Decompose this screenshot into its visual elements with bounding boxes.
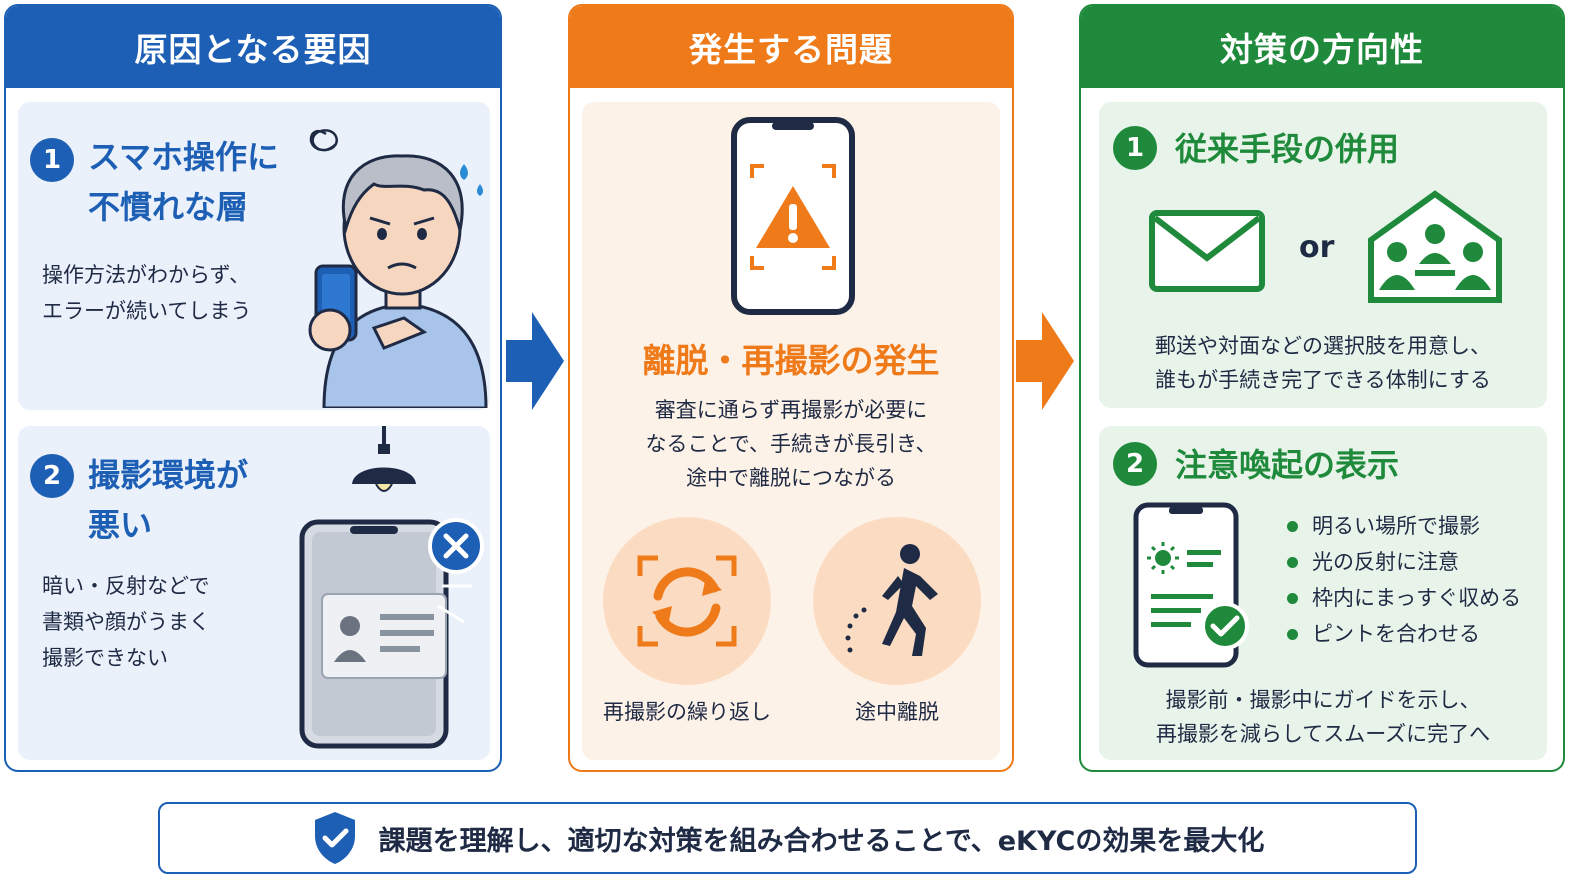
cause-text-line1: 暗い・反射などで — [42, 574, 210, 598]
walking-away-icon — [813, 517, 981, 685]
solution-text-line1: 郵送や対面などの選択肢を用意し、 — [1155, 334, 1491, 358]
solution-card-2: 2 注意喚起の表示 明るい場所で撮影 光の反射に注意 枠内にまっすぐ収める — [1099, 426, 1547, 760]
cause-card-1: 1 スマホ操作に 不慣れな層 操作方法がわからず、 エラーが続いてしまう — [18, 102, 490, 410]
shield-check-icon — [314, 812, 355, 864]
cause-title-line1: 撮影環境が — [88, 456, 249, 494]
cause-text-line1: 操作方法がわからず、 — [42, 263, 251, 287]
guide-bullet-list: 明るい場所で撮影 光の反射に注意 枠内にまっすぐ収める ピントを合わせる — [1287, 508, 1521, 652]
list-item: 明るい場所で撮影 — [1287, 508, 1521, 544]
number-badge: 1 — [1113, 126, 1157, 170]
causes-header: 原因となる要因 — [6, 6, 500, 88]
cause-title-line2: 悪い — [88, 506, 153, 544]
problem-text-line1: 審査に通らず再撮影が必要に — [654, 398, 928, 422]
solution-title: 従来手段の併用 — [1175, 130, 1400, 168]
problems-column: 発生する問題 離脱・再撮影の発生 審査に通らず再撮影が必要に なることで、手続き… — [568, 4, 1014, 772]
in-person-meeting-icon — [1368, 190, 1502, 303]
solution-title: 注意喚起の表示 — [1175, 446, 1400, 484]
phone-warning-icon — [731, 117, 855, 315]
bullet-dot-icon — [1287, 592, 1298, 604]
poor-lighting-illustration — [299, 426, 484, 749]
sweat-drop-icon — [460, 164, 468, 180]
list-item: 光の反射に注意 — [1287, 544, 1521, 580]
summary-text: 課題を理解し、適切な対策を組み合わせることで、eKYCの効果を最大化 — [378, 825, 1265, 857]
cause-text-line2: 書類や顔がうまく — [42, 610, 210, 634]
problem-card: 離脱・再撮影の発生 審査に通らず再撮影が必要に なることで、手続きが長引き、 途… — [582, 102, 1000, 760]
solutions-header: 対策の方向性 — [1081, 6, 1563, 88]
solution-text-line2: 再撮影を減らしてスムーズに完了へ — [1155, 722, 1491, 746]
lamp-icon — [352, 426, 416, 492]
problem-headline: 離脱・再撮影の発生 — [642, 341, 940, 380]
cause-text-line2: エラーが続いてしまう — [42, 299, 252, 323]
retake-cycle-icon — [603, 517, 771, 685]
mail-envelope-icon — [1149, 210, 1265, 292]
cause-text-line3: 撮影できない — [42, 646, 168, 670]
or-label: or — [1299, 230, 1335, 265]
guide-phone-icon — [1133, 502, 1249, 668]
cause-card-2: 2 撮影環境が 悪い 暗い・反射などで 書類や顔がうまく 撮影できない — [18, 426, 490, 760]
flow-arrow-icon — [1016, 312, 1074, 410]
cause-title-line2: 不慣れな層 — [88, 188, 249, 226]
solution-text-line2: 誰もが手続き完了できる体制にする — [1155, 368, 1491, 392]
causes-column: 原因となる要因 1 スマホ操作に 不慣れな層 操作方法がわからず、 エラーが続い… — [4, 4, 502, 772]
number-badge: 2 — [30, 454, 74, 498]
confusion-scribble-icon — [309, 129, 338, 152]
solution-text-line1: 撮影前・撮影中にガイドを示し、 — [1165, 688, 1481, 712]
flow-arrow-icon — [506, 312, 564, 410]
cause-title-line1: スマホ操作に — [88, 138, 280, 176]
bullet-dot-icon — [1287, 520, 1298, 532]
bullet-dot-icon — [1287, 556, 1298, 568]
solutions-column: 対策の方向性 1 従来手段の併用 or 郵送や対面などの選択肢を用意し、 誰もが… — [1079, 4, 1565, 772]
number-badge: 2 — [1113, 442, 1157, 486]
summary-banner: 課題を理解し、適切な対策を組み合わせることで、eKYCの効果を最大化 — [158, 802, 1417, 874]
check-badge-icon — [1201, 602, 1249, 650]
bullet-dot-icon — [1287, 628, 1298, 640]
number-badge: 1 — [30, 138, 74, 182]
solution-card-1: 1 従来手段の併用 or 郵送や対面などの選択肢を用意し、 誰もが手続き完了でき… — [1099, 102, 1547, 408]
icon-label: 再撮影の繰り返し — [603, 700, 771, 724]
list-item: 枠内にまっすぐ収める — [1287, 580, 1521, 616]
elderly-person-illustration — [308, 129, 488, 408]
problem-text-line2: なることで、手続きが長引き、 — [645, 432, 937, 456]
list-item: ピントを合わせる — [1287, 616, 1521, 652]
id-card-icon — [321, 593, 447, 679]
error-x-icon — [428, 518, 484, 574]
icon-label: 途中離脱 — [855, 700, 939, 724]
problem-text-line3: 途中で離脱につながる — [686, 466, 896, 490]
problems-header: 発生する問題 — [570, 6, 1012, 88]
